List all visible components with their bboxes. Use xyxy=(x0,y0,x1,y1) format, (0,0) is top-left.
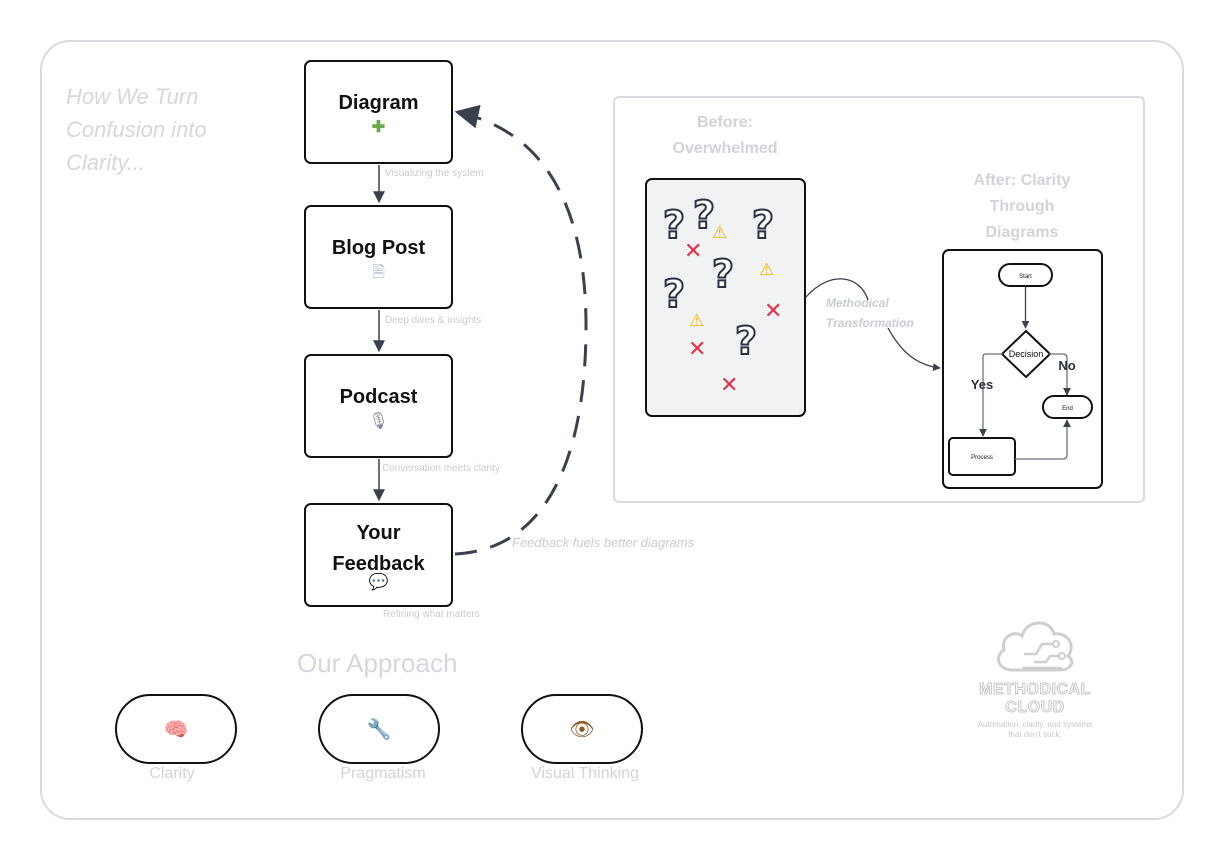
tagline-line: that don't suck. xyxy=(1008,730,1062,739)
cloud-circuit-icon xyxy=(996,621,1074,672)
node-your-feedback[interactable]: Your Feedback 💬 xyxy=(304,503,453,607)
edge-caption: Refining what matters xyxy=(383,609,480,620)
node-label: Blog Post xyxy=(331,236,426,259)
logo-name-line: CLOUD xyxy=(1005,699,1065,717)
before-chaos-box: ? ? ? ? ? ? ✕ ✕ ✕ ✕ ⚠ ⚠ ⚠ xyxy=(645,178,806,417)
approach-heading: Our Approach xyxy=(297,648,458,678)
heading-line: After: Clarity xyxy=(973,172,1071,189)
node-blog-post[interactable]: Blog Post 🗎 xyxy=(304,205,453,309)
approach-pragmatism[interactable]: 🔧 xyxy=(318,694,440,764)
error-cross-icon: ✕ xyxy=(684,239,703,264)
error-cross-icon: ✕ xyxy=(688,337,707,362)
approach-label: Clarity xyxy=(149,765,195,782)
question-mark-icon: ? xyxy=(734,319,758,363)
approach-label: Pragmatism xyxy=(340,765,426,782)
question-mark-icon: ? xyxy=(751,203,775,247)
error-cross-icon: ✕ xyxy=(720,373,739,398)
logo-name-line: METHODICAL xyxy=(979,681,1091,699)
puzzle-icon: ✚ xyxy=(371,118,386,136)
before-heading: Before: Overwhelmed xyxy=(660,110,790,162)
title-line: Confusion into xyxy=(66,117,207,142)
title-line: How We Turn xyxy=(66,84,199,109)
logo-name: METHODICAL CLOUD xyxy=(960,681,1110,717)
brain-icon: 🧠 xyxy=(163,718,189,741)
eye-icon: 👁 xyxy=(569,718,595,741)
node-label-line: Feedback xyxy=(332,553,425,575)
node-podcast[interactable]: Podcast 🎙 xyxy=(304,354,453,458)
tagline-line: Automation, clarity, and systems xyxy=(977,720,1093,729)
heading-line: Overwhelmed xyxy=(672,140,778,157)
question-mark-icon: ? xyxy=(662,203,686,247)
node-diagram[interactable]: Diagram ✚ xyxy=(304,60,453,164)
node-label: Podcast xyxy=(339,385,418,408)
transformation-label: Methodical Transformation xyxy=(826,293,914,333)
question-mark-icon: ? xyxy=(692,193,716,237)
document-icon: 🗎 xyxy=(372,263,385,281)
approach-visual-thinking[interactable]: 👁 xyxy=(521,694,643,764)
speech-bubble-icon: 💬 xyxy=(368,574,389,591)
page-title: How We Turn Confusion into Clarity... xyxy=(66,80,207,179)
edge-caption: Visualizing the system xyxy=(385,168,484,179)
error-cross-icon: ✕ xyxy=(764,299,783,324)
label-line: Transformation xyxy=(826,316,914,330)
approach-label: Visual Thinking xyxy=(531,765,639,782)
after-heading: After: Clarity Through Diagrams xyxy=(952,168,1092,246)
microphone-icon: 🎙 xyxy=(368,412,389,430)
question-mark-icon: ? xyxy=(711,252,735,296)
wrench-icon: 🔧 xyxy=(366,718,392,741)
heading-line: Through xyxy=(989,198,1055,215)
node-label: Your Feedback xyxy=(332,518,424,580)
heading-line: Before: xyxy=(696,114,753,131)
after-flowchart-box xyxy=(942,249,1103,489)
node-label: Diagram xyxy=(338,91,419,114)
question-mark-icon: ? xyxy=(662,272,686,316)
edge-caption: Deep dives & insights xyxy=(385,315,482,326)
methodical-cloud-logo: METHODICAL CLOUD Automation, clarity, an… xyxy=(960,612,1110,740)
logo-tagline: Automation, clarity, and systems that do… xyxy=(960,720,1110,740)
heading-line: Diagrams xyxy=(985,224,1059,241)
warning-icon: ⚠ xyxy=(712,223,728,243)
label-line: Methodical xyxy=(826,296,889,310)
node-label-line: Your xyxy=(356,522,401,544)
loop-label: Feedback fuels better diagrams xyxy=(512,535,695,550)
warning-icon: ⚠ xyxy=(689,311,705,331)
comparison-panel xyxy=(613,96,1145,503)
edge-caption: Conversation meets clarity xyxy=(382,463,500,474)
approach-clarity[interactable]: 🧠 xyxy=(115,694,237,764)
canvas-frame xyxy=(40,40,1184,820)
title-line: Clarity... xyxy=(66,150,146,175)
warning-icon: ⚠ xyxy=(759,260,775,280)
